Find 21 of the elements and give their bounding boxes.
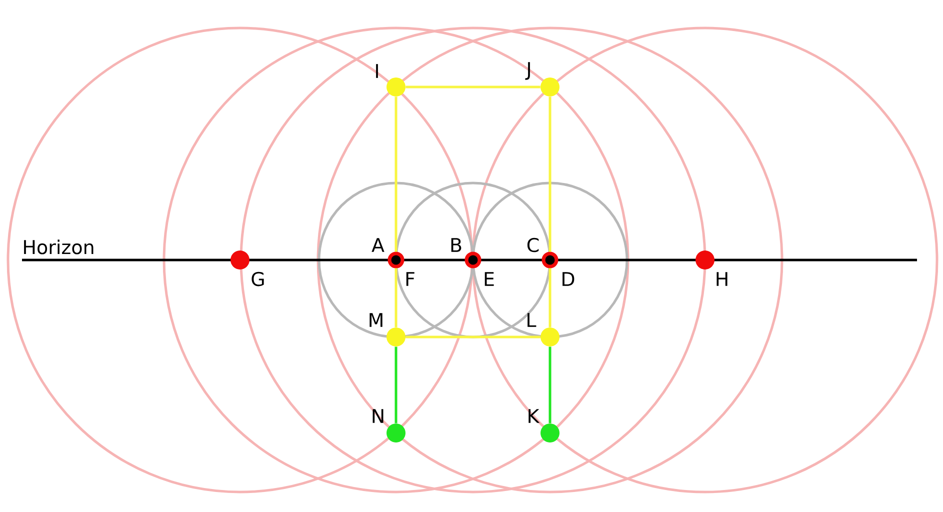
connector-line — [394, 96, 398, 252]
point-label: F — [406, 272, 414, 286]
connector-line — [548, 268, 552, 328]
point-label: B — [451, 238, 462, 252]
horizon-label: Horizon — [24, 240, 94, 254]
point-label: N — [372, 409, 384, 423]
point-label: D — [562, 272, 574, 286]
connector-line — [394, 268, 398, 328]
point-label: C — [527, 238, 539, 252]
point-label: M — [370, 313, 382, 327]
point-label: J — [525, 62, 530, 80]
point-label: K — [528, 409, 540, 423]
connector-line — [406, 86, 540, 88]
point-label: I — [376, 64, 378, 78]
point-label: A — [372, 238, 384, 252]
point-label: L — [528, 313, 536, 327]
point-label: H — [716, 272, 728, 286]
connector-line — [406, 336, 540, 338]
point-label: G — [252, 272, 264, 286]
connector-line — [548, 96, 552, 252]
point-label: E — [484, 272, 494, 286]
